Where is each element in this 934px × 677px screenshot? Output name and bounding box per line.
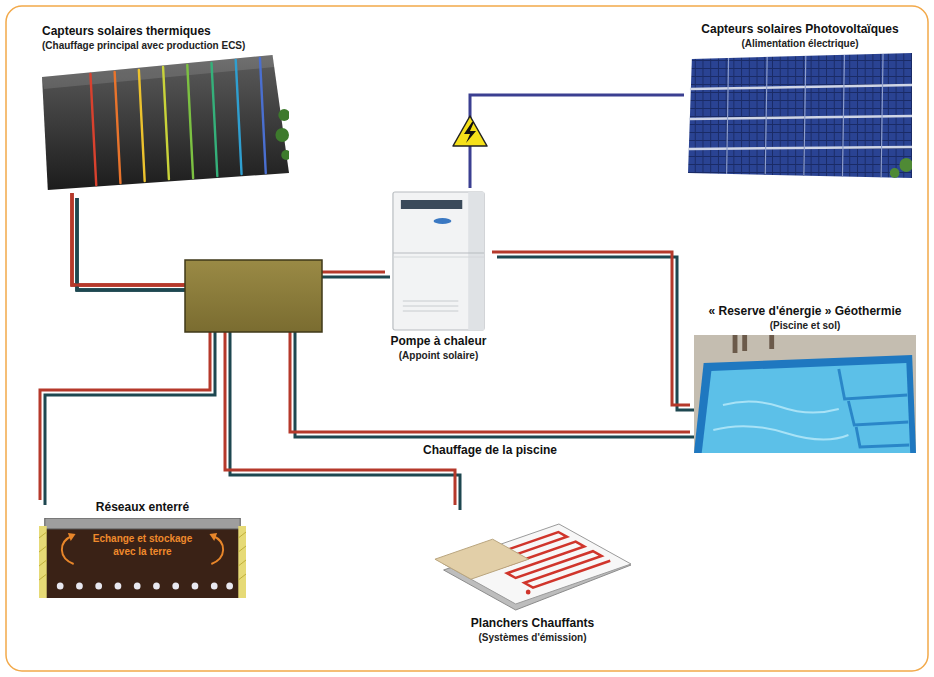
photovoltaic-panel-picture [688, 53, 912, 178]
swimming-pool-picture [694, 335, 916, 453]
water-pipe [492, 252, 695, 410]
water-pipe [72, 193, 695, 437]
picture-caption: Echange et stockage avec la terre [85, 532, 200, 558]
picture-frame: Echange et stockage avec la terre [39, 518, 246, 598]
water-pipe [40, 193, 215, 505]
component-title: Réseaux enterré [39, 500, 246, 515]
wire-line [470, 95, 684, 188]
picture-frame [688, 53, 912, 178]
illustrated-component: Planchers Chauffants(Systèmes d'émission… [430, 505, 635, 644]
illustrated-component: « Reserve d'énergie » Géothermie(Piscine… [690, 304, 920, 456]
thermal-collector-picture [42, 55, 289, 190]
component-subtitle: (Systèmes d'émission) [434, 631, 631, 644]
heated-floor-picture [434, 508, 631, 613]
return-pipe [497, 257, 695, 410]
illustrated-component: Capteurs solaires thermiques(Chauffage p… [38, 24, 293, 193]
frame-border [6, 6, 928, 671]
component-title: Pompe à chaleur [389, 334, 488, 349]
illustrated-component: Pompe à chaleur(Appoint solaire) [385, 188, 492, 362]
component-title: Capteurs solaires thermiques [42, 24, 289, 39]
component-subtitle: (Appoint solaire) [389, 349, 488, 362]
return-pipe [77, 198, 695, 437]
picture-frame [434, 508, 631, 613]
component-title: « Reserve d'énergie » Géothermie [694, 304, 916, 319]
picture-frame [42, 55, 289, 190]
component-title: Capteurs solaires Photovoltaïques [688, 22, 912, 37]
illustrated-component: Capteurs solaires Photovoltaïques(Alimen… [684, 22, 916, 181]
supply-pipe [492, 252, 690, 405]
component-subtitle: (Piscine et sol) [694, 319, 916, 332]
component-subtitle: (Alimentation électrique) [688, 37, 912, 50]
illustrated-component: Réseaux enterré Echange et stockage avec… [35, 500, 250, 601]
pipe-label: Chauffage de la piscine [420, 443, 560, 458]
supply-pipe [40, 193, 210, 500]
electric-wire [470, 95, 684, 188]
component-subtitle: (Chauffage principal avec production ECS… [42, 39, 289, 52]
picture-frame [694, 335, 916, 453]
buried-network-picture [39, 518, 246, 598]
component-title: Planchers Chauffants [434, 616, 631, 631]
electric-warning-symbol [453, 116, 487, 146]
picture-frame [389, 191, 488, 331]
heat-pump-picture [389, 191, 488, 331]
distribution-box [185, 260, 322, 332]
